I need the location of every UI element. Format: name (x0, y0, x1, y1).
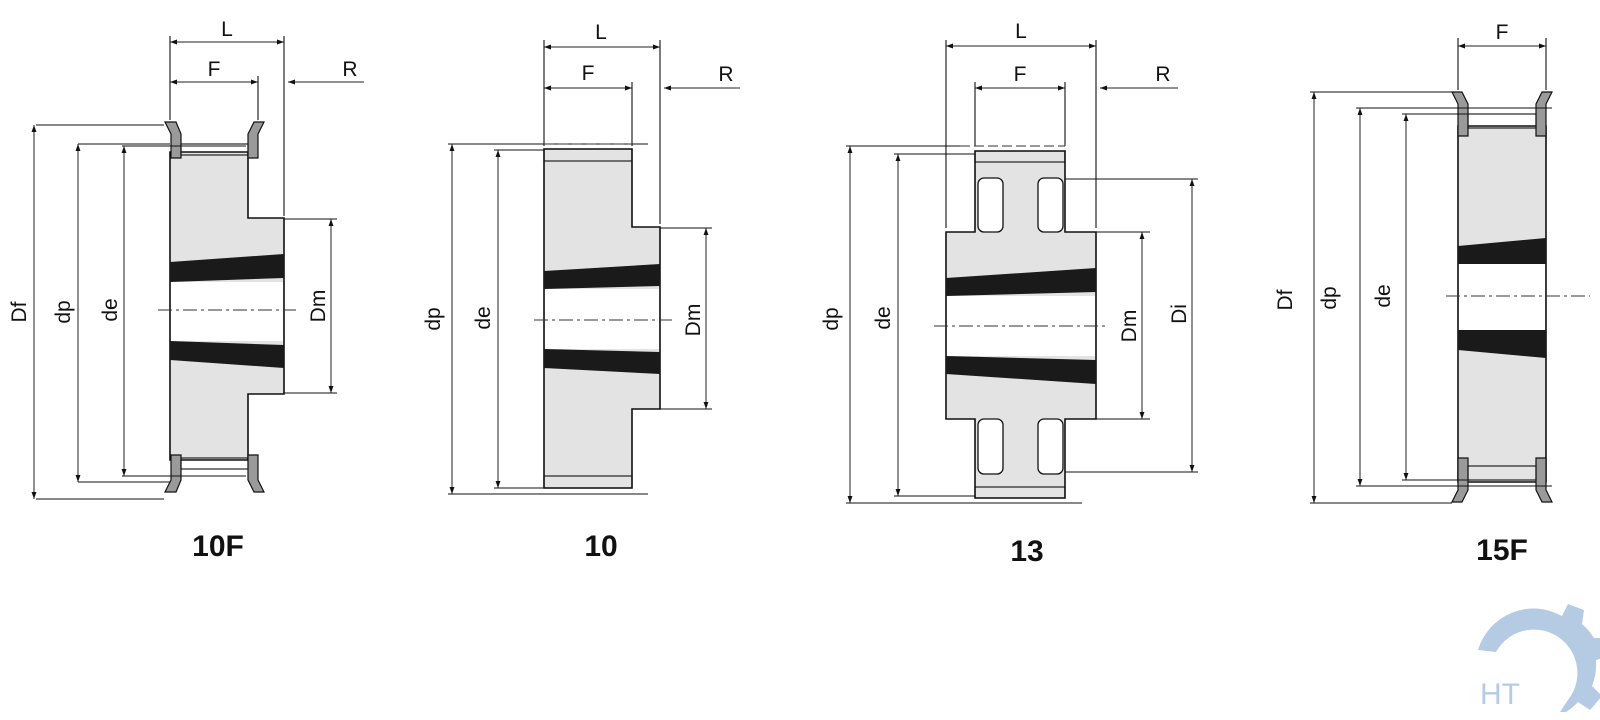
pulley-10-label-l: L (595, 21, 607, 44)
pulley-15f-label-dp: dp (1318, 286, 1341, 309)
pulley-10f-flange-bl (164, 454, 182, 493)
pulley-10-upper-wedge (544, 264, 660, 289)
pulley-10f-flange-tl (164, 121, 182, 159)
pulley-13-label-dm: Dm (1118, 310, 1141, 343)
pulley-15f: F Df dp de 15F (1274, 21, 1590, 567)
pulley-13-lower-wedge (946, 356, 1096, 384)
pulley-15f-lower-wedge (1458, 330, 1546, 358)
pulley-13-slot-tr (1037, 177, 1064, 233)
logo-text: HT (1480, 678, 1520, 711)
pulley-10f-bore (171, 282, 283, 341)
pulley-10-label-dm: Dm (682, 304, 705, 337)
pulley-15f-upper-wedge (1458, 238, 1546, 264)
pulley-13-label-dp: dp (820, 307, 843, 330)
pulley-10f-label-r: R (342, 58, 357, 81)
pulley-10-label-f: F (582, 62, 595, 85)
pulley-10f-label-de: de (99, 298, 122, 321)
pulley-10f-upper-wedge (170, 254, 284, 282)
pulley-13-label-f: F (1014, 63, 1027, 86)
pulley-15f-bore (1459, 264, 1545, 330)
pulley-15f-flange-br (1535, 457, 1553, 503)
gear-icon (1478, 604, 1600, 712)
pulley-13-label-di: Di (1168, 304, 1191, 324)
pulley-15f-label-df: Df (1274, 289, 1297, 310)
pulley-10f-label-dp: dp (52, 300, 75, 323)
pulley-13-slot-bl (977, 418, 1004, 475)
pulley-10-label-r: R (718, 63, 733, 86)
ht-gear-logo: HT (1478, 604, 1600, 712)
pulley-13: L F R dp de Dm Di 13 (820, 20, 1198, 568)
pulley-13-slot-tl (977, 177, 1004, 233)
pulley-15f-label-f: F (1496, 21, 1509, 44)
pulley-13-upper-wedge (946, 268, 1096, 296)
pulley-10: L F R dp de Dm 10 (422, 21, 740, 563)
pulley-10f-flange-tr (247, 121, 265, 159)
pulley-10f: L F R Df dp de Dm 10F (8, 18, 364, 563)
pulley-15f-flange-tr (1535, 91, 1553, 137)
pulley-13-label-de: de (872, 306, 895, 329)
pulley-10-label-de: de (472, 306, 495, 329)
pulley-15f-label-de: de (1372, 284, 1395, 307)
pulley-10f-flange-br (247, 454, 265, 493)
pulley-10-lower-wedge (544, 349, 660, 374)
pulley-13-label-l: L (1015, 20, 1027, 43)
pulley-10f-caption: 10F (192, 530, 244, 563)
pulley-13-slot-br (1037, 418, 1064, 475)
pulley-13-label-r: R (1155, 63, 1170, 86)
pulley-10f-label-dm: Dm (307, 290, 330, 323)
pulley-13-caption: 13 (1010, 535, 1043, 568)
pulley-10f-lower-wedge (170, 341, 284, 368)
pulley-10f-label-df: Df (8, 301, 31, 322)
pulley-10f-label-f: F (208, 58, 221, 81)
pulley-15f-caption: 15F (1476, 534, 1528, 567)
pulley-10f-label-l: L (221, 18, 233, 41)
pulley-10-bore (545, 289, 659, 349)
pulley-10-label-dp: dp (422, 307, 445, 330)
pulley-10-caption: 10 (584, 530, 617, 563)
